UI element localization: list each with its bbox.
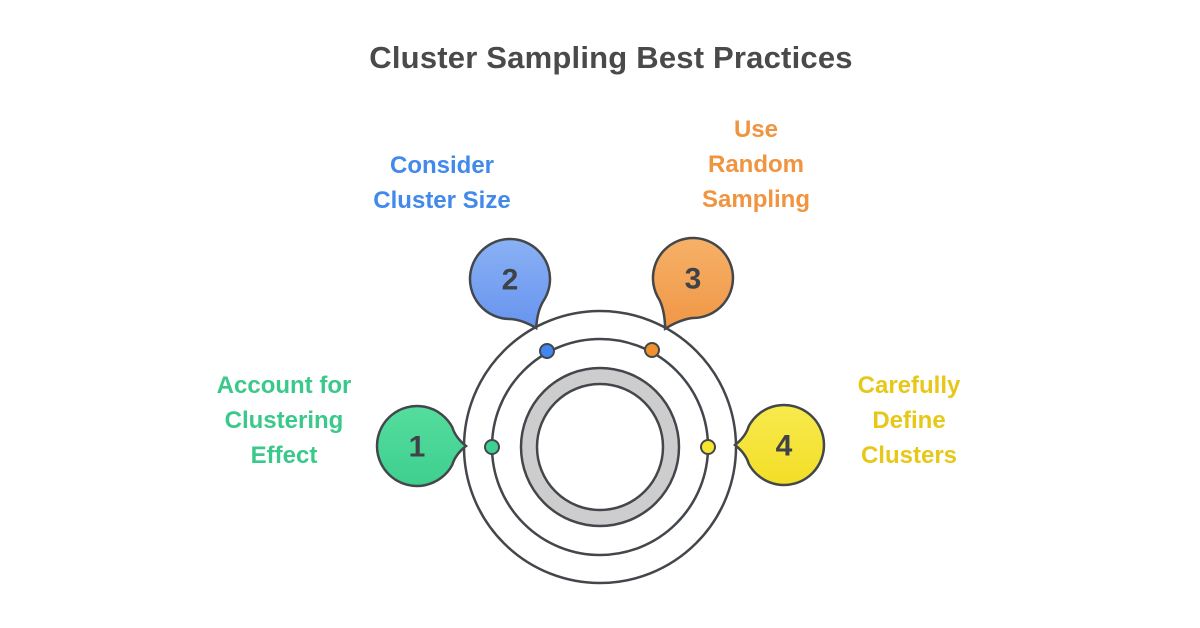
step-number: 2 <box>502 264 519 297</box>
orbit-circles <box>462 309 738 585</box>
speech-bubble-shape <box>375 404 469 488</box>
label-line: Sampling <box>701 186 811 213</box>
speech-bubble-shape <box>468 237 552 331</box>
step-label-2: Consider Cluster Size <box>373 148 510 218</box>
step-dot-3 <box>644 342 660 358</box>
label-line: Account for <box>216 372 352 399</box>
speech-bubble-shape <box>732 403 826 487</box>
step-label-4: Carefully Define Clusters <box>858 368 961 473</box>
label-line: Carefully <box>857 372 961 399</box>
step-bubble-2: 2 <box>468 237 552 331</box>
step-bubble-3: 3 <box>651 236 735 331</box>
step-label-1: Account for Clustering Effect <box>217 368 352 473</box>
step-label-3: Use Random Sampling <box>702 112 810 217</box>
step-dot-4 <box>700 439 716 455</box>
step-bubble-1: 1 <box>375 404 469 488</box>
step-dot-1 <box>484 439 500 455</box>
page-title: Cluster Sampling Best Practices <box>369 40 853 75</box>
step-bubble-4: 4 <box>732 403 826 487</box>
step-number: 4 <box>776 430 793 463</box>
step-number: 3 <box>685 263 702 296</box>
speech-bubble-shape <box>651 236 735 331</box>
label-line: Effect <box>250 442 318 469</box>
label-line: Clustering <box>224 407 344 434</box>
step-number: 1 <box>409 431 426 464</box>
label-line: Consider <box>389 152 495 179</box>
label-line: Clusters <box>860 442 958 469</box>
label-line: Cluster Size <box>373 187 511 214</box>
label-line: Use <box>733 116 779 143</box>
inner-ring-inner <box>535 382 665 512</box>
step-dot-2 <box>539 343 555 359</box>
label-line: Define <box>872 407 946 434</box>
orbit-dots <box>484 342 716 455</box>
label-line: Random <box>707 151 804 178</box>
